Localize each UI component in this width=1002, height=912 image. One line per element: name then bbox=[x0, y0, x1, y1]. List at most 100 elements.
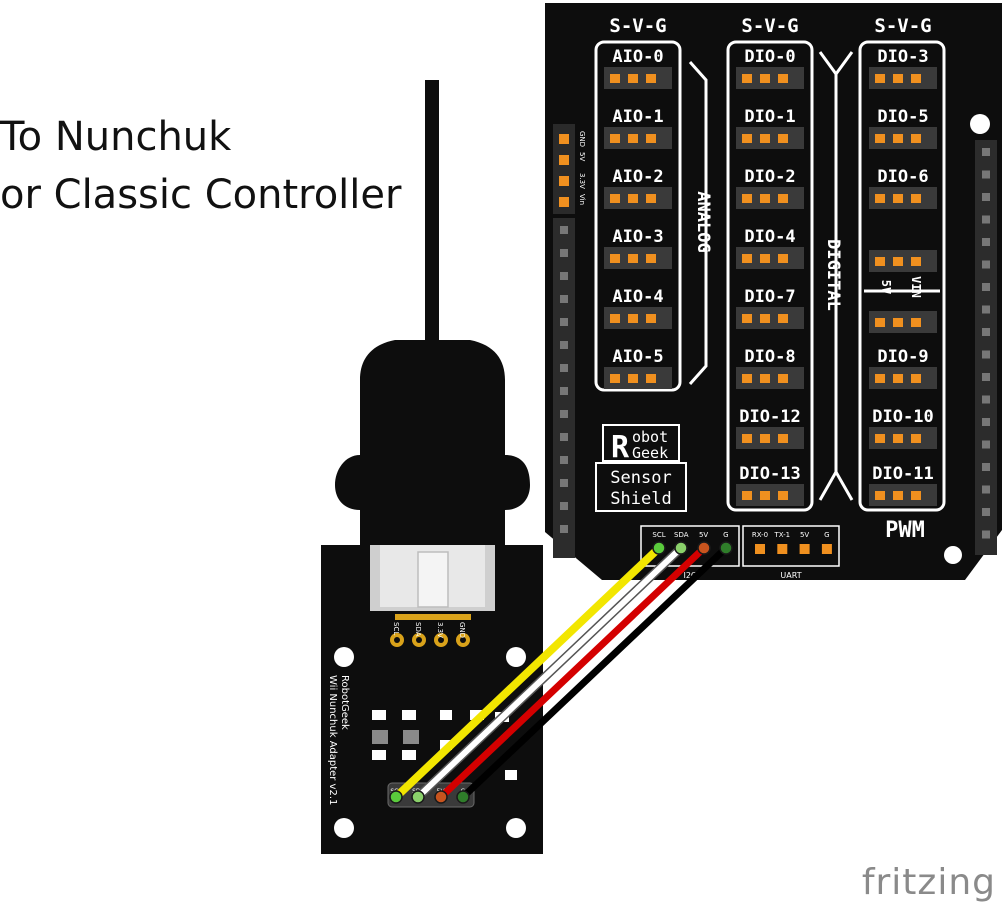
digital-pin-4-pad bbox=[778, 314, 788, 323]
adapter-top-pin-hole bbox=[438, 637, 444, 643]
adapter-mount-hole-tl bbox=[334, 647, 354, 667]
digital-bracket bbox=[818, 51, 854, 501]
digital-pin-4-label: DIO-7 bbox=[744, 287, 795, 307]
wires bbox=[392, 543, 730, 802]
digital-pin-5-pad bbox=[778, 374, 788, 383]
robotgeek-logo: R obot Geek Sensor Shield bbox=[595, 424, 687, 512]
analog-pin-3: AIO-3 bbox=[604, 227, 672, 269]
right-header-pin bbox=[982, 328, 990, 336]
digital-pin-5-pad bbox=[760, 374, 770, 383]
svg-header-col3: S-V-G bbox=[874, 15, 931, 37]
digital-pin-0-pad bbox=[778, 74, 788, 83]
pwm-pin-top-1: DIO-5 bbox=[869, 107, 937, 149]
uart-label-0: RX-0 bbox=[752, 531, 768, 539]
left-header-pin bbox=[560, 295, 568, 303]
jumper-vin-label: VIN bbox=[909, 276, 923, 298]
analog-pin-4-pad bbox=[610, 314, 620, 323]
right-header-pin bbox=[982, 485, 990, 494]
right-header-pin bbox=[982, 215, 990, 224]
pwm-pin-bottom-2-pad bbox=[911, 491, 921, 500]
wire-black bbox=[459, 544, 730, 801]
right-header-pin bbox=[982, 530, 990, 539]
digital-pin-1: DIO-1 bbox=[736, 107, 804, 149]
analog-pin-5-pad bbox=[646, 374, 656, 383]
digital-frame bbox=[726, 40, 814, 512]
nunchuk-plug-body bbox=[335, 340, 530, 545]
power-pad bbox=[559, 176, 569, 186]
left-header-pin bbox=[560, 341, 568, 349]
digital-pin-7-pad bbox=[778, 491, 788, 500]
left-header-pin bbox=[560, 433, 568, 441]
digital-pin-5-label: DIO-8 bbox=[744, 347, 795, 367]
digital-pin-2-pad bbox=[760, 194, 770, 203]
power-label-3: Vin bbox=[578, 194, 586, 205]
pwm-pin-top-0-pad bbox=[875, 74, 885, 83]
caption-line-2: or Classic Controller bbox=[0, 172, 402, 218]
fritzing-watermark: fritzing bbox=[861, 862, 996, 903]
right-header-pin bbox=[982, 305, 990, 314]
power-pad bbox=[559, 197, 569, 207]
digital-pin-4-pad bbox=[742, 314, 752, 323]
digital-pin-1-pad bbox=[778, 134, 788, 143]
adapter-top-pin-hole bbox=[460, 637, 466, 643]
analog-pin-1-pad bbox=[628, 134, 638, 143]
analog-pin-5-label: AIO-5 bbox=[612, 347, 663, 367]
power-pads bbox=[559, 134, 569, 207]
power-label-0: GND bbox=[578, 131, 586, 147]
i2c-label-0: SCL bbox=[652, 531, 665, 539]
i2c-label-3: G bbox=[723, 531, 728, 539]
pwm-pin-bottom-1-label: DIO-10 bbox=[872, 407, 933, 427]
uart-label-2: 5V bbox=[800, 531, 809, 539]
analog-pin-5-pad bbox=[610, 374, 620, 383]
logo-r: R bbox=[611, 430, 630, 465]
i2c-label-1: SDA bbox=[674, 531, 689, 539]
uart-pad bbox=[821, 544, 832, 554]
pwm-pin-bottom-2: DIO-11 bbox=[869, 464, 937, 506]
pwm-pin-bottom-0: DIO-9 bbox=[869, 347, 937, 389]
pwm-pin-top-2: DIO-6 bbox=[869, 167, 937, 209]
logo-line1: obot bbox=[632, 428, 668, 446]
right-header-pin bbox=[982, 508, 990, 516]
analog-pin-1-pad bbox=[646, 134, 656, 143]
uart-caption: UART bbox=[780, 571, 801, 580]
uart-pad bbox=[799, 544, 810, 554]
digital-pin-0-pad bbox=[742, 74, 752, 83]
power-pad bbox=[559, 155, 569, 165]
wire-yellow bbox=[392, 544, 663, 801]
caption-line-1: To Nunchuk bbox=[0, 114, 232, 160]
pwm-pin-top-2-pad bbox=[911, 194, 921, 203]
jumper-pad bbox=[893, 318, 903, 327]
pwm-pin-top-0-label: DIO-3 bbox=[877, 47, 928, 67]
wire-white-core bbox=[415, 545, 684, 800]
pwm-pin-top-0: DIO-3 bbox=[869, 47, 937, 89]
digital-pin-2-pad bbox=[742, 194, 752, 203]
analog-pin-2-pad bbox=[646, 194, 656, 203]
pwm-pin-top-1-label: DIO-5 bbox=[877, 107, 928, 127]
pwm-pin-bottom-2-pad bbox=[893, 491, 903, 500]
right-header-pin bbox=[982, 238, 990, 246]
jumper-pad bbox=[875, 257, 885, 266]
pwm-pin-top-1-pad bbox=[911, 134, 921, 143]
digital-pin-0-pad bbox=[760, 74, 770, 83]
analog-label: ANALOG bbox=[693, 191, 713, 252]
digital-pin-3-label: DIO-4 bbox=[744, 227, 795, 247]
analog-frame bbox=[594, 40, 682, 392]
jumper-pad bbox=[911, 318, 921, 327]
left-header-pin bbox=[560, 249, 568, 257]
right-header-pin bbox=[982, 170, 990, 179]
digital-pin-2-label: DIO-2 bbox=[744, 167, 795, 187]
analog-pin-1-label: AIO-1 bbox=[612, 107, 663, 127]
digital-pin-7: DIO-13 bbox=[736, 464, 804, 506]
digital-pin-6-pad bbox=[778, 434, 788, 443]
uart-pad bbox=[755, 544, 765, 554]
analog-pin-3-pad bbox=[628, 254, 638, 263]
pwm-pin-bottom-0-label: DIO-9 bbox=[877, 347, 928, 367]
pwm-pin-top-0-pad bbox=[893, 74, 903, 83]
digital-pin-1-label: DIO-1 bbox=[744, 107, 795, 127]
